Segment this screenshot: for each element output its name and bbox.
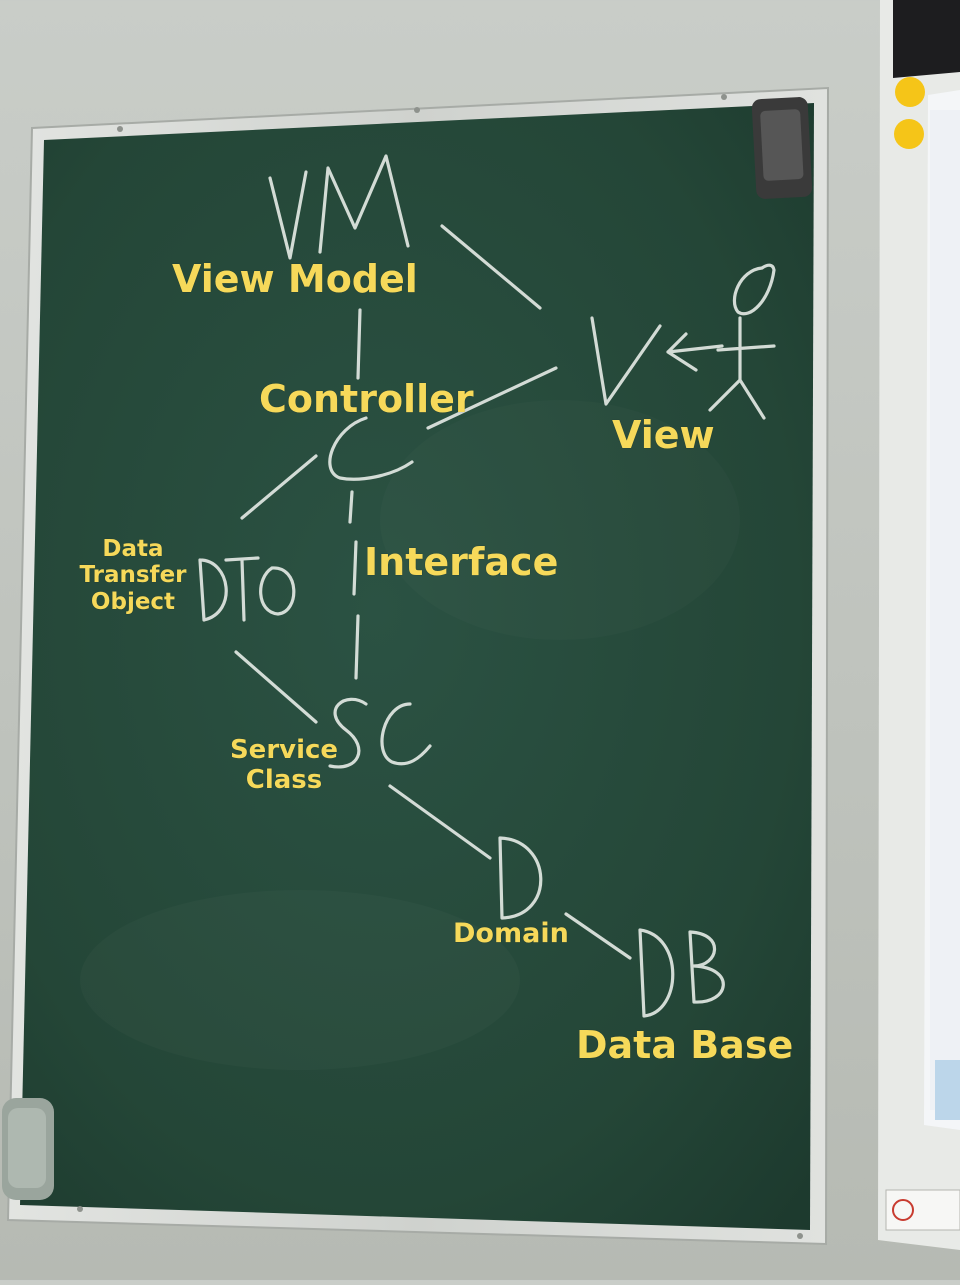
chalk-vm	[268, 154, 410, 260]
chalk-v	[590, 316, 662, 406]
chalk-db	[638, 928, 725, 1018]
eraser-bottom-left	[2, 1098, 54, 1200]
chalk-line-c-dto	[240, 454, 318, 520]
chalk-arrow	[666, 332, 724, 372]
label-service-class-line-1: Service	[229, 735, 339, 765]
chalk-diagram	[198, 154, 776, 1018]
chalk-line-controller-view	[426, 366, 558, 430]
chalk-d	[498, 836, 543, 920]
label-service-class: Service Class	[222, 735, 346, 796]
chalk-dto	[198, 556, 296, 622]
chalk-line-vm-controller	[356, 308, 362, 380]
chalk-c	[328, 416, 414, 481]
chalk-interface-dashes	[348, 490, 360, 680]
label-view-model: View Model	[172, 257, 418, 301]
chalk-line-sc-d	[388, 784, 492, 860]
neighbor-board	[878, 0, 960, 1250]
chalk-sc	[328, 697, 432, 769]
chalkboard	[6, 86, 830, 1246]
chalk-line-vm-view	[440, 224, 542, 310]
chalk-line-d-db	[564, 912, 632, 960]
label-interface: Interface	[364, 540, 559, 584]
label-dto-line-3: Object	[90, 588, 176, 615]
label-view: View	[612, 413, 715, 457]
chalk-line-dto-sc	[234, 650, 318, 724]
label-data-base: Data Base	[576, 1023, 794, 1067]
label-service-class-line-2: Class	[245, 764, 323, 795]
chalk-stick-figure	[708, 263, 776, 420]
label-controller: Controller	[259, 377, 474, 421]
yellow-magnet-2	[894, 119, 924, 149]
yellow-magnet-1	[895, 77, 925, 107]
eraser-top-right	[751, 97, 813, 199]
label-domain: Domain	[453, 918, 569, 949]
label-dto-line-1: Data	[102, 536, 164, 562]
label-dto-line-2: Transfer	[79, 562, 187, 589]
label-dto: Data Transfer Object	[72, 536, 194, 615]
